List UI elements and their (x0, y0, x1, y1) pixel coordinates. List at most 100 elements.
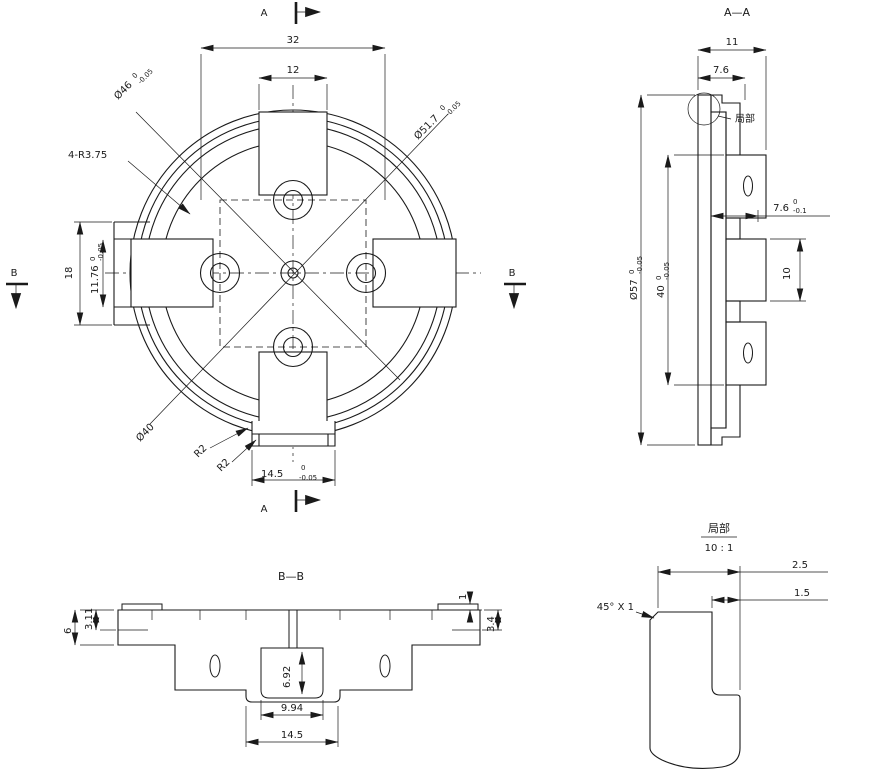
dim-76-label: 7.6 (713, 65, 729, 76)
dimension-14-5-bb: 14.5 (245, 706, 339, 747)
dia46-label: Ø46 (112, 79, 135, 102)
center-bore (288, 609, 298, 649)
dimension-10: 10 (770, 238, 806, 302)
dimension-1: 1 (458, 591, 482, 623)
dim-10-label: 10 (782, 267, 793, 280)
dia57-label: Ø57 (628, 279, 640, 300)
bottom-tab (251, 421, 336, 447)
dia517-label: Ø51.7 (412, 112, 442, 142)
bolt-square-dashed (219, 199, 367, 348)
dim-76r-tol-upper: 0 (793, 198, 797, 206)
dimension-9-94: 9.94 (260, 700, 324, 720)
section-bb-view: B—B 6 3.11 (63, 570, 502, 747)
bolt-holes (199, 179, 387, 368)
section-label-a: A (261, 504, 268, 515)
section-bb-title: B—B (278, 570, 304, 583)
middle-hub-block (725, 238, 767, 302)
section-label-b: B (509, 268, 516, 279)
dim-18-label: 18 (64, 267, 75, 280)
dia57-tol-upper: 0 (628, 270, 636, 274)
section-bb-body (117, 603, 481, 703)
upper-groove-web (725, 217, 741, 240)
dimension-dia57: Ø57 0 -0.05 (628, 94, 695, 446)
upper-hole-section (743, 175, 753, 197)
dia46-tol-lower: -0.05 (136, 67, 154, 85)
dim-25-label: 2.5 (792, 560, 808, 571)
dimension-11-76: 11.76 0 -0.05 (89, 239, 107, 308)
detail-section-shape (649, 611, 741, 769)
flange-plate (697, 94, 712, 446)
lower-hole-section (743, 342, 753, 364)
front-view: A A B B 32 (6, 2, 526, 515)
dim-145-label: 14.5 (261, 469, 283, 480)
left-rim (121, 603, 163, 611)
dim-40-tol-lower: -0.05 (663, 262, 671, 280)
callout-dia517: Ø51.7 0 -0.05 (412, 100, 463, 143)
section-marker-a-bottom: A (261, 490, 322, 515)
r2-label: R2 (215, 457, 232, 474)
dimension-3-4: 3.4 (482, 609, 502, 632)
section-marker-a-top: A (261, 2, 322, 24)
section-aa-body (697, 94, 767, 446)
dimension-6-92: 6.92 (282, 651, 306, 695)
bb-main-section (117, 609, 481, 703)
detail-scale: 10 : 1 (705, 543, 734, 554)
callout-dia46: Ø46 0 -0.05 (112, 67, 155, 102)
dimension-11: 11 (697, 37, 767, 150)
dimension-12: 12 (258, 65, 328, 110)
top-tab-cutout (258, 111, 328, 196)
section-label-b: B (11, 268, 18, 279)
dimension-7-6-right: 7.6 0 -0.1 (710, 198, 830, 222)
left-notch (113, 221, 150, 326)
dimension-18: 18 (64, 221, 112, 326)
callout-dia40: Ø40 (134, 421, 157, 444)
dim-40-tol-upper: 0 (655, 276, 663, 280)
section-aa-title: A—A (724, 6, 751, 19)
dim-12-label: 12 (287, 65, 300, 76)
callout-r375: 4-R3.75 (68, 150, 191, 215)
dim-145-bb-label: 14.5 (281, 730, 303, 741)
dim-1176-tol-lower: -0.05 (97, 243, 105, 261)
lower-hub-block (725, 321, 767, 386)
dim-76r-label: 7.6 (773, 203, 789, 214)
dia46-tol-upper: 0 (131, 71, 140, 80)
callout-r2-2: R2 (215, 439, 257, 474)
dim-311-label: 3.11 (84, 608, 95, 630)
left-hole-section (209, 654, 221, 678)
dimension-2-5: 2.5 (657, 560, 828, 690)
dim-15-label: 1.5 (794, 588, 810, 599)
dim-145-tol-upper: 0 (301, 464, 305, 472)
dim-34-label: 3.4 (486, 616, 497, 632)
r375-label: 4-R3.75 (68, 150, 107, 161)
detail-title-block: 局部 10 : 1 (701, 521, 737, 554)
dimension-1-5: 1.5 (711, 588, 828, 608)
detail-title: 局部 (708, 521, 730, 535)
section-marker-b-left: B (6, 268, 28, 310)
dimension-14-5: 14.5 0 -0.05 (251, 450, 336, 486)
callout-chamfer: 45° X 1 (597, 602, 655, 619)
detail-balloon: 局部 (687, 92, 755, 126)
dim-11-label: 11 (726, 37, 739, 48)
web (710, 111, 727, 429)
dimension-40: 40 0 -0.05 (655, 154, 724, 386)
bottom-cap (710, 384, 741, 446)
r2-label: R2 (192, 443, 209, 460)
dia40-label: Ø40 (134, 421, 157, 444)
dim-76r-tol-lower: -0.1 (793, 207, 807, 215)
dim-1176-tol-upper: 0 (89, 257, 97, 261)
lower-groove-web (725, 300, 741, 323)
center-hole (280, 260, 306, 286)
dia57-tol-lower: -0.05 (636, 256, 644, 274)
dim-32-label: 32 (287, 35, 300, 46)
dim-6-label: 6 (63, 628, 74, 634)
chamfer-label: 45° X 1 (597, 602, 634, 613)
dim-994-label: 9.94 (281, 703, 303, 714)
dim-145-tol-lower: -0.05 (299, 474, 317, 482)
dimension-7-6-top: 7.6 (697, 65, 746, 100)
right-tab-cutout (372, 238, 457, 308)
diagonal-leader-1 (135, 111, 401, 381)
center-cavity (260, 647, 324, 699)
right-rim (437, 603, 479, 611)
